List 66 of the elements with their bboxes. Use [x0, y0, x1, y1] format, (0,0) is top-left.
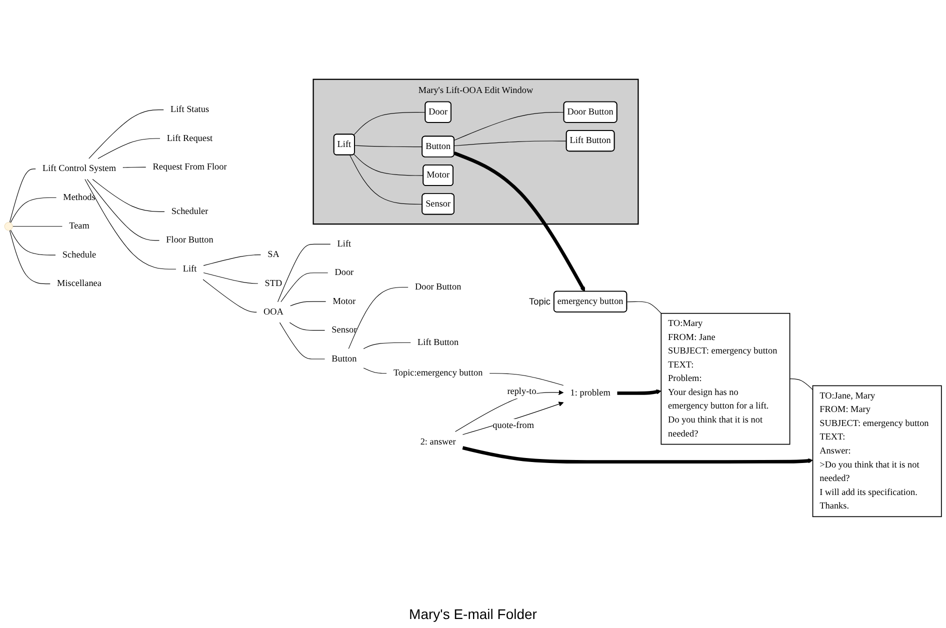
node-text: Request From Floor	[152, 162, 227, 172]
connector	[790, 378, 814, 390]
node-text: Lift Request	[166, 133, 213, 144]
connector	[92, 178, 165, 212]
node-text: Scheduler	[171, 206, 208, 216]
node-text: Floor Button	[166, 235, 214, 246]
node-text: Button	[332, 354, 357, 364]
node-text: Methods	[63, 192, 96, 202]
node-text: Lift	[337, 238, 352, 249]
connector	[350, 154, 423, 205]
node-text: Team	[69, 221, 90, 231]
connector	[348, 286, 408, 349]
connector	[88, 110, 164, 159]
connector	[454, 112, 564, 141]
connector	[353, 112, 426, 136]
node-text: SA	[268, 250, 280, 260]
connector	[10, 197, 57, 224]
node-box: TO:Jane, Mary FROM: Mary SUBJECT: emergency button TEXT: Answer: >Do you think that it is not needed? I will add its specification. Thanks.	[812, 385, 942, 518]
connector	[454, 140, 567, 146]
connector	[290, 301, 326, 306]
node-text: 2: answer	[420, 436, 456, 447]
connector	[202, 279, 257, 312]
arrow	[617, 389, 662, 395]
connector	[354, 154, 424, 176]
connector	[203, 272, 258, 284]
node-text: Sensor	[332, 325, 357, 335]
node-text: OOA	[264, 307, 284, 317]
connector	[279, 322, 326, 360]
node-text: Lift	[182, 264, 197, 274]
connector	[9, 168, 36, 223]
connector	[278, 244, 331, 302]
node-text: Lift Button	[418, 337, 459, 348]
connector	[203, 254, 261, 266]
node-text: Schedule	[62, 250, 96, 260]
connector	[86, 178, 160, 241]
connector	[12, 226, 62, 227]
connector	[363, 368, 387, 374]
connector	[9, 230, 50, 284]
arrow	[462, 446, 813, 464]
node-text: Topic:emergency button	[393, 368, 483, 378]
arrow	[454, 152, 586, 292]
connector	[626, 301, 662, 314]
node-text: Door	[334, 268, 354, 278]
connector	[84, 178, 176, 270]
node-text: Miscellanea	[57, 278, 102, 288]
connector	[280, 272, 328, 302]
node-text: 1: problem	[570, 388, 610, 398]
node-text: Lift Control System	[42, 164, 116, 174]
edge-label: quote-from	[492, 420, 534, 430]
connector	[122, 166, 146, 168]
connector	[10, 230, 56, 256]
folder-caption: Mary's E-mail Folder	[409, 606, 537, 622]
connector	[98, 138, 160, 159]
node-box: TO:Mary FROM: Jane SUBJECT: emergency button TEXT: Problem: Your design has no emergency button for a lift. Do you think that it is not needed?	[660, 312, 790, 445]
node-text: Motor	[332, 296, 356, 306]
connector	[289, 322, 326, 331]
connector	[363, 342, 411, 350]
node-text: Lift Status	[170, 104, 210, 114]
node-text: Door Button	[414, 282, 462, 292]
edge-label: reply-to	[507, 386, 536, 396]
topic-label: Topic	[529, 296, 550, 306]
node-point	[4, 222, 13, 231]
arrow	[462, 402, 564, 435]
connector	[489, 373, 564, 386]
node-text: STD	[264, 278, 282, 288]
connector	[354, 145, 423, 148]
